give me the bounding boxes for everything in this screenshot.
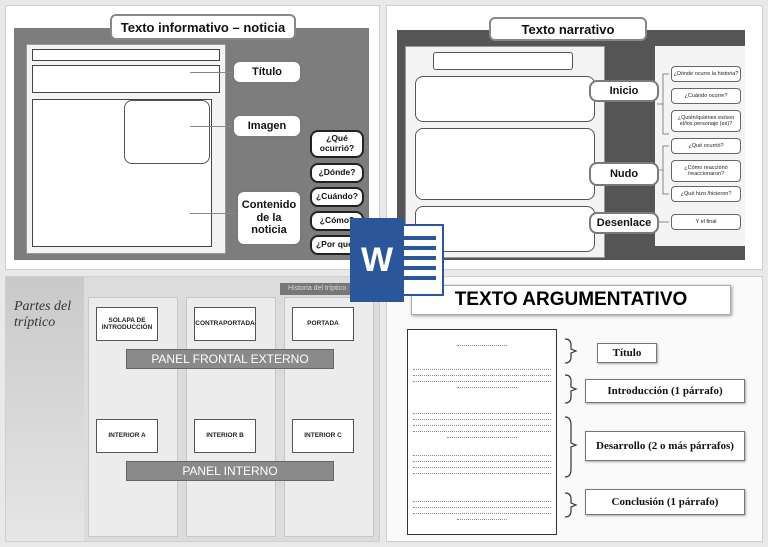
question-y-el-final: Y el final (671, 214, 741, 230)
bar-panel-interno: PANEL INTERNO (126, 461, 334, 481)
narrativo-desenlace-box (415, 206, 595, 252)
text-line (447, 437, 517, 438)
word-icon-badge: W (350, 218, 404, 302)
newspaper-image-box (124, 100, 210, 164)
text-line (413, 425, 551, 426)
narrativo-brackets (657, 73, 669, 223)
text-line (413, 413, 551, 414)
text-line (413, 431, 551, 432)
argumentativo-title: TEXTO ARGUMENTATIVO (411, 285, 731, 315)
label-inicio: Inicio (589, 80, 659, 102)
label-contenido: Contenido de la noticia (236, 190, 302, 246)
question-donde: ¿Dónde? (310, 163, 364, 183)
text-line (413, 381, 551, 382)
question-que: ¿Qué ocurrió? (310, 130, 364, 158)
argumentativo-braces (564, 338, 578, 518)
label-nudo: Nudo (589, 162, 659, 186)
text-line (457, 519, 507, 520)
box-interior-b: INTERIOR B (194, 419, 256, 453)
label-imagen: Imagen (232, 114, 302, 138)
microsoft-word-icon: W (350, 218, 446, 302)
box-interior-c: INTERIOR C (292, 419, 354, 453)
text-line (413, 501, 551, 502)
triptico-title: Partes del tríptico (14, 299, 72, 331)
text-line (457, 345, 507, 346)
text-line (413, 419, 551, 420)
connector-line (190, 213, 236, 214)
narrativo-inicio-box (415, 76, 595, 122)
question-que-hizo: ¿Qué hizo /hicieron? (671, 186, 741, 202)
panel-narrativo: Texto narrativo Inicio Nudo Desenlace ¿D… (386, 5, 763, 270)
connector-line (190, 72, 232, 73)
narrativo-title: Texto narrativo (489, 17, 647, 41)
informativo-title: Texto informativo – noticia (110, 14, 296, 40)
text-line (413, 507, 551, 508)
word-icon-line (404, 266, 436, 270)
box-solapa: SOLAPA DE INTRODUCCIÓN (96, 307, 158, 341)
connector-line (190, 126, 232, 127)
text-line (413, 455, 551, 456)
text-line (413, 461, 551, 462)
text-line (457, 387, 517, 388)
panel-argumentativo: TEXTO ARGUMENTATIVO Título Introducción … (386, 276, 763, 542)
panel-triptico: Partes del tríptico Historia del tríptic… (5, 276, 380, 542)
box-contraportada: CONTRAPORTADA (194, 307, 256, 341)
word-icon-letter: W (360, 240, 394, 279)
question-cuando: ¿Cuándo? (310, 187, 364, 207)
box-portada: PORTADA (292, 307, 354, 341)
word-icon-line (404, 236, 436, 240)
question-cuando-ocurre: ¿Cuándo ocurre? (671, 88, 741, 104)
question-como-reacciono: ¿Cómo reaccionó /reaccionaron? (671, 160, 741, 182)
question-que-ocurrio: ¿Qué ocurrió? (671, 138, 741, 154)
label-introduccion: Introducción (1 párrafo) (585, 379, 745, 403)
text-line (413, 369, 551, 370)
label-titulo: Título (232, 60, 302, 84)
word-icon-line (404, 256, 436, 260)
label-titulo-arg: Título (597, 343, 657, 363)
question-personajes: ¿Quién/quiénes es/son el/los personaje (… (671, 110, 741, 132)
bar-panel-frontal: PANEL FRONTAL EXTERNO (126, 349, 334, 369)
narrativo-title-box (433, 52, 573, 70)
triptico-left-strip (6, 277, 84, 541)
word-icon-line (404, 246, 436, 250)
label-desenlace: Desenlace (589, 212, 659, 234)
narrativo-nudo-box (415, 128, 595, 200)
label-conclusion: Conclusión (1 párrafo) (585, 489, 745, 515)
newspaper-header-box (32, 49, 220, 61)
text-line (413, 375, 551, 376)
text-line (413, 467, 551, 468)
label-desarrollo: Desarrollo (2 o más párrafos) (585, 431, 745, 461)
text-line (413, 513, 551, 514)
panel-informativo: Texto informativo – noticia Título Image… (5, 5, 380, 270)
question-donde-historia: ¿Dónde ocurre la historia? (671, 66, 741, 82)
newspaper-title-box (32, 65, 220, 93)
essay-sheet (407, 329, 557, 535)
box-interior-a: INTERIOR A (96, 419, 158, 453)
text-line (413, 473, 551, 474)
word-icon-line (404, 276, 436, 280)
